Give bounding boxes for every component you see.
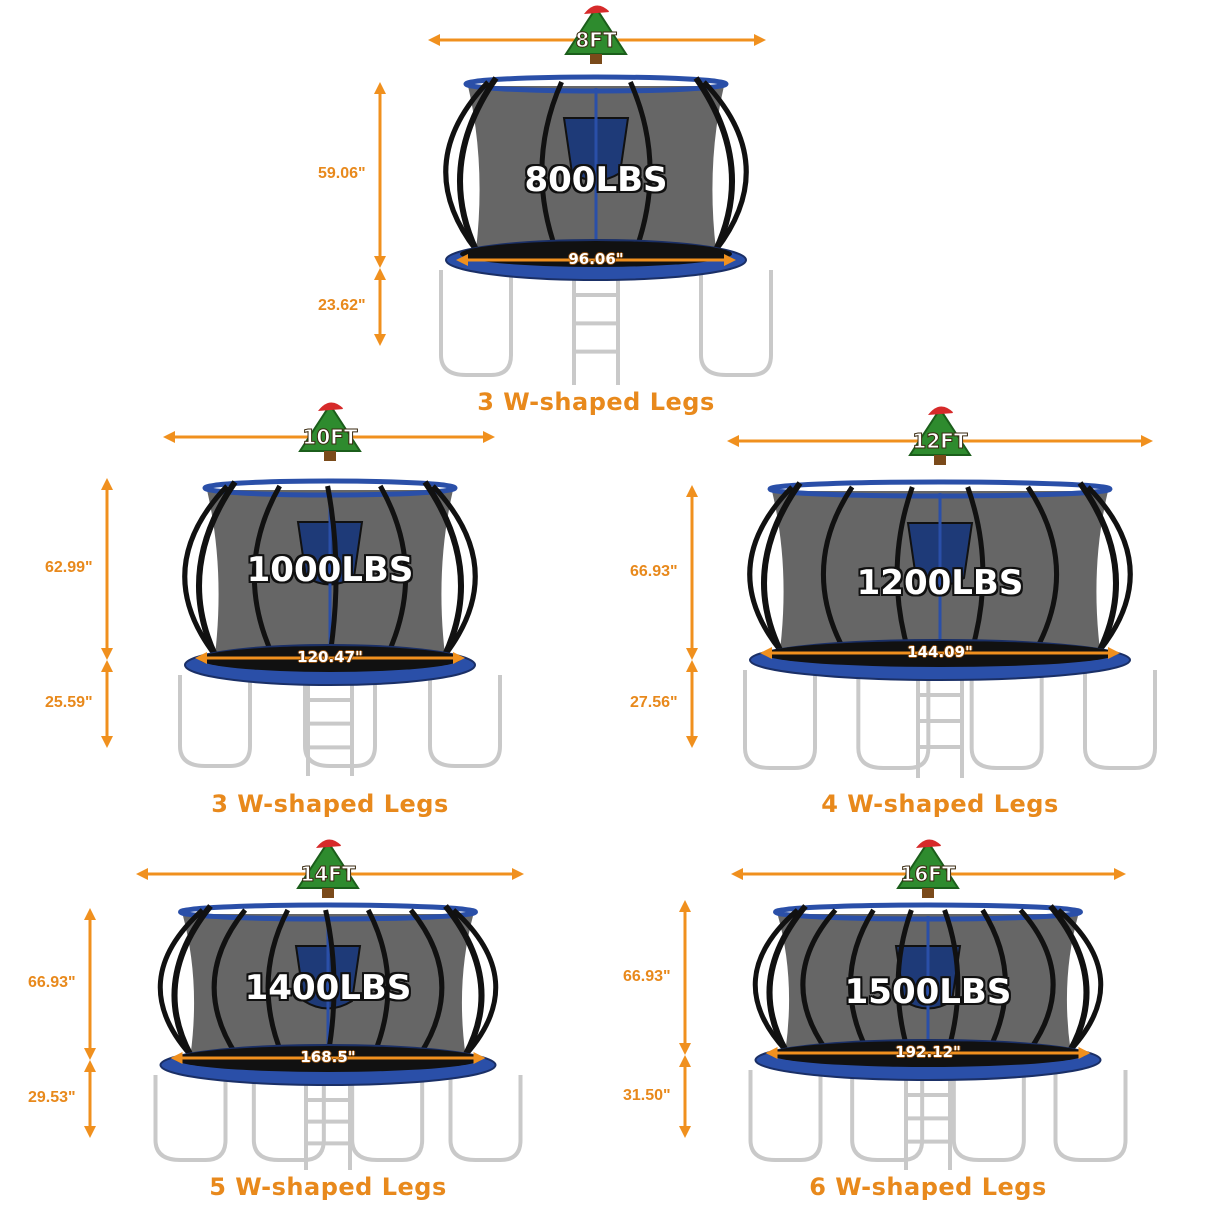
diameter-arrow (456, 254, 736, 266)
leg-height-label: 23.62" (318, 297, 366, 314)
diameter-label: 120.47" (297, 648, 363, 666)
leg-height-label: 27.56" (630, 694, 678, 711)
enclosure-poles (443, 76, 749, 252)
load-capacity: 1500LBS (844, 972, 1012, 1012)
christmas-tree-icon (296, 839, 360, 898)
load-capacity: 1000LBS (246, 550, 414, 590)
net-height-label: 66.93" (623, 967, 671, 985)
net-height-label: 66.93" (28, 974, 76, 991)
net-height-label: 66.93" (630, 562, 678, 580)
leg-height-label: 31.50" (623, 1086, 671, 1104)
diameter-label: 168.5" (300, 1048, 356, 1066)
net-height-arrow (101, 478, 113, 660)
ladder (904, 1070, 952, 1170)
enclosure-poles (182, 480, 478, 657)
leg-height-arrow (101, 660, 113, 748)
trampoline-legs (743, 670, 1157, 770)
size-label: 12FT (912, 429, 968, 454)
leg-height-arrow (686, 660, 698, 748)
christmas-tree-icon (298, 402, 362, 461)
leg-height-label: 29.53" (28, 1089, 76, 1106)
load-capacity: 800LBS (524, 160, 668, 200)
enclosure-poles (747, 481, 1133, 652)
trampoline-legs (439, 270, 773, 377)
net-height-label: 59.06" (318, 165, 366, 182)
christmas-tree-icon (564, 5, 628, 64)
size-label: 16FT (900, 862, 956, 887)
legs-caption: 6 W-shaped Legs (809, 1173, 1047, 1201)
leg-height-arrow (374, 268, 386, 346)
net-height-arrow (374, 82, 386, 268)
ladder (306, 675, 354, 776)
leg-height-arrow (679, 1055, 691, 1138)
legs-caption: 3 W-shaped Legs (477, 388, 715, 416)
net-height-label: 62.99" (45, 559, 93, 576)
legs-caption: 4 W-shaped Legs (821, 790, 1059, 818)
christmas-tree-icon (908, 406, 972, 465)
size-label: 8FT (575, 28, 617, 53)
enclosure-poles (752, 904, 1104, 1052)
diameter-arrow (760, 647, 1120, 659)
load-capacity: 1400LBS (244, 968, 412, 1008)
load-capacity: 1200LBS (856, 563, 1024, 603)
legs-caption: 3 W-shaped Legs (211, 790, 449, 818)
ladder (572, 270, 620, 385)
enclosure-poles (157, 904, 499, 1057)
leg-height-label: 25.59" (45, 694, 93, 711)
diameter-arrow (170, 1052, 486, 1064)
net-height-arrow (84, 908, 96, 1060)
diameter-label: 96.06" (568, 250, 624, 268)
leg-height-arrow (84, 1060, 96, 1138)
christmas-tree-icon (896, 839, 960, 898)
diameter-arrow (195, 652, 465, 664)
ladder (916, 670, 964, 778)
net-height-arrow (679, 900, 691, 1055)
trampoline-legs (748, 1070, 1128, 1162)
ladder (304, 1075, 352, 1170)
net-height-arrow (686, 485, 698, 660)
diameter-label: 192.12" (895, 1043, 961, 1061)
diameter-label: 144.09" (907, 643, 973, 661)
diameter-arrow (765, 1047, 1091, 1059)
legs-caption: 5 W-shaped Legs (209, 1173, 447, 1201)
size-label: 10FT (302, 425, 358, 450)
trampoline-legs (153, 1075, 523, 1162)
size-label: 14FT (300, 862, 356, 887)
